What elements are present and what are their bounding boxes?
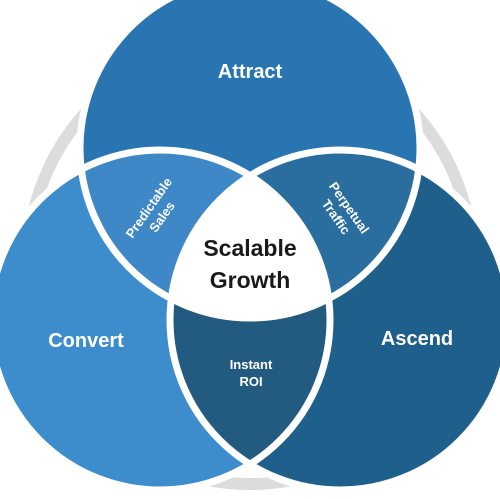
- center-line-growth: Growth: [210, 267, 291, 293]
- label-instant: Instant: [230, 357, 273, 372]
- center-line-scalable: Scalable: [203, 235, 296, 261]
- label-convert: Convert: [48, 330, 124, 352]
- label-attract: Attract: [218, 61, 283, 83]
- label-roi: ROI: [239, 374, 262, 389]
- label-ascend: Ascend: [381, 328, 453, 350]
- overlap-center: [170, 150, 330, 318]
